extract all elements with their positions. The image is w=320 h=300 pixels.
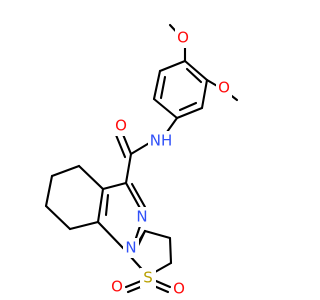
atom-N_pyrazole_2: N: [134, 207, 150, 227]
atom-N_pyrazole_1: N: [123, 238, 139, 258]
atom-O_carbonyl: O: [113, 116, 129, 136]
atom-O_methoxy_right-background: [216, 78, 232, 98]
bond-n-carbonyl: [129, 140, 153, 156]
bond-carbonyl-o-2: [114, 133, 127, 159]
bond-benzene-6: [158, 59, 187, 73]
bond-sulfolane-c3-c4: [143, 229, 172, 240]
bond-benzene-3: [175, 106, 204, 120]
bond-benzene-1: [183, 59, 209, 82]
bond-benzene-inner-1: [185, 67, 203, 84]
atom-N_amide: NH: [148, 131, 174, 151]
atom-O_methoxy_top-background: [175, 28, 191, 48]
atom-O_sulfonyl_left-text: O: [111, 278, 123, 296]
bond-benzene-inner-2: [178, 101, 198, 112]
bond-s-o-right-2: [152, 284, 170, 294]
atom-N_amide-background: [148, 131, 174, 151]
atom-N_pyrazole_2-text: N: [136, 208, 147, 226]
atom-O_sulfonyl_left-background: [109, 277, 125, 297]
atom-O_methoxy_top-text: O: [177, 29, 189, 47]
atom-O_sulfonyl_right-text: O: [173, 280, 185, 298]
atom-N_pyrazole_1-background: [123, 238, 139, 258]
bond-carbonyl-c3: [124, 152, 133, 185]
atom-O_sulfonyl_left: O: [109, 277, 125, 297]
bond-aryl-n: [165, 116, 179, 134]
bond-s-o-left-1: [124, 279, 143, 289]
atom-O_sulfonyl_right: O: [171, 279, 187, 299]
atom-O_carbonyl-background: [113, 116, 129, 136]
bond-benzene-5: [152, 69, 162, 101]
bond-benzene-inner-3: [159, 75, 167, 100]
bond-benzene-4: [152, 97, 179, 120]
atom-N_pyrazole_1-text: N: [125, 239, 136, 257]
bond-layer: [44, 23, 239, 294]
atom-S_sulfolane-background: [140, 268, 156, 288]
atom-O_carbonyl-text: O: [115, 117, 127, 135]
bond-cyclohexane-2: [50, 164, 81, 178]
bond-c3a-c3: [101, 181, 128, 191]
bond-c3a-c7a-inner: [104, 193, 110, 217]
bond-c3-n2-double: [130, 182, 147, 209]
bond-cyclohexane-4: [44, 204, 72, 231]
atom-N_amide-text: NH: [150, 132, 173, 150]
atom-N_pyrazole_2-background: [134, 207, 150, 227]
atom-O_methoxy_top: O: [175, 28, 191, 48]
atom-O_methoxy_right-text: O: [218, 79, 230, 97]
atom-S_sulfolane: S: [140, 268, 156, 288]
atom-O_sulfonyl_right-background: [171, 279, 187, 299]
bond-cyclohexane-1: [77, 164, 105, 191]
bond-c7a-c3a: [96, 187, 105, 224]
atom-O_methoxy_right: O: [216, 78, 232, 98]
bond-cyclohexane-5: [68, 220, 100, 231]
atom-S_sulfolane-text: S: [143, 269, 153, 287]
bond-cyclohexane-3: [44, 174, 54, 208]
bond-benzene-2: [200, 78, 209, 110]
bond-c3-n2: [124, 181, 143, 212]
bond-n1-c7a: [96, 220, 126, 251]
bond-sulfolane-c4-c5: [168, 236, 173, 265]
bond-s-o-right-1: [154, 279, 172, 289]
